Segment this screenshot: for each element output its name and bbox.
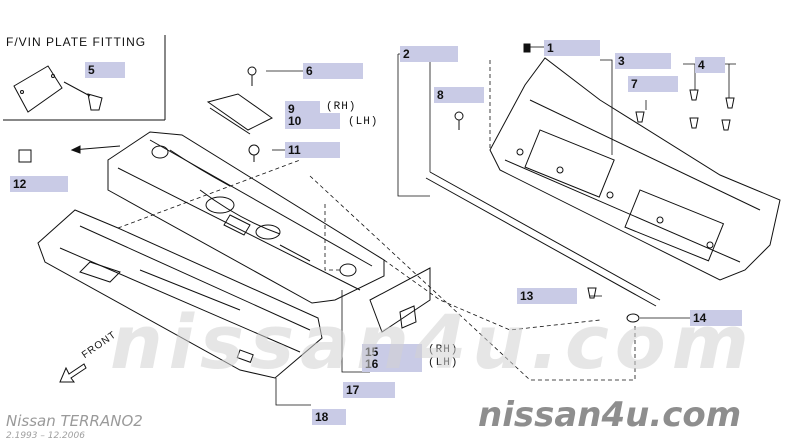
cowl-grille-part [489, 57, 781, 281]
clip-parts [523, 43, 735, 323]
side-label-rh-9: (RH) [326, 101, 357, 113]
inset-title: F/VIN PLATE FITTING [6, 35, 147, 49]
callout-4[interactable]: 4 [695, 57, 725, 73]
inset-frame [3, 35, 166, 121]
dashed-guides [117, 60, 636, 381]
vin-plate-part [13, 65, 103, 113]
callout-18[interactable]: 18 [312, 409, 346, 425]
callout-2[interactable]: 2 [400, 46, 458, 62]
callout-11[interactable]: 11 [285, 142, 340, 158]
callout-16[interactable]: 16 [362, 356, 422, 372]
direction-arrow [70, 145, 121, 154]
callout-3[interactable]: 3 [615, 53, 671, 69]
side-label-lh-10: (LH) [348, 116, 379, 128]
screw-parts [247, 66, 464, 162]
seal-strip-part [425, 171, 661, 307]
vehicle-model: Nissan TERRANO2 [6, 412, 143, 430]
leader-lines [266, 46, 736, 406]
vehicle-dates: 2.1993 – 12.2006 [6, 431, 85, 441]
callout-5[interactable]: 5 [85, 62, 125, 78]
callout-7[interactable]: 7 [628, 76, 678, 92]
callout-10[interactable]: 10 [285, 113, 340, 129]
lower-cowl-part [37, 209, 323, 379]
bracket-part-15 [369, 267, 431, 333]
callout-1[interactable]: 1 [544, 40, 600, 56]
cowl-top-part [107, 131, 385, 304]
callout-6[interactable]: 6 [303, 63, 363, 79]
bracket-part-9 [206, 93, 273, 135]
callout-8[interactable]: 8 [434, 87, 484, 103]
callout-14[interactable]: 14 [690, 310, 742, 326]
watermark-corner: nissan4u.com [478, 395, 742, 435]
callout-17[interactable]: 17 [343, 382, 395, 398]
watermark-center: nissan4u.com [110, 300, 755, 386]
part-12-shape [18, 149, 32, 163]
callout-13[interactable]: 13 [517, 288, 577, 304]
front-arrow-icon [59, 363, 87, 383]
side-label-lh-16: (LH) [428, 357, 459, 369]
callout-12[interactable]: 12 [10, 176, 68, 192]
side-label-rh-15: (RH) [428, 344, 459, 356]
